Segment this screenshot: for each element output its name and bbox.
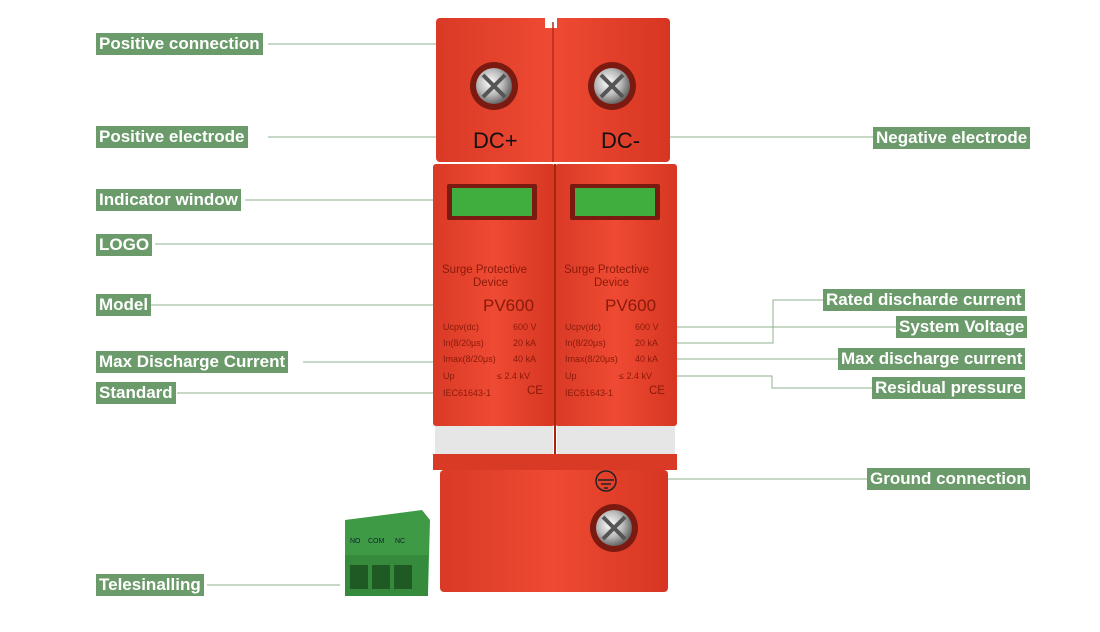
ground-symbol-icon: [595, 470, 617, 492]
leader-residual-pressure: [671, 375, 872, 389]
module-right: [555, 164, 677, 426]
spec-imax-value-left: 40 kA: [513, 354, 537, 364]
dc-minus-text: DC-: [601, 128, 641, 153]
spec-ucpv-label-right: Ucpv(dc): [565, 322, 602, 332]
positive-screw: [470, 62, 518, 110]
label-system-voltage: System Voltage: [896, 316, 1028, 338]
device-title-left-1: Surge Protective: [442, 264, 528, 276]
spec-ucpv-label-left: Ucpv(dc): [443, 322, 480, 332]
standard-text-right: IEC61643-1: [565, 388, 614, 398]
spec-ucpv-value-right: 600 V: [635, 322, 659, 332]
label-telesignalling: Telesinalling: [96, 574, 204, 596]
spec-imax-value-right: 40 kA: [635, 354, 659, 364]
label-strip-left: [435, 426, 553, 454]
device-title-right-2: Device: [594, 277, 630, 289]
spec-in-value-right: 20 kA: [635, 338, 659, 348]
leader-rated-discharge: [665, 299, 823, 344]
label-strip-right: [557, 426, 675, 454]
standard-text-left: IEC61643-1: [443, 388, 492, 398]
terminal-nc-text: NC: [395, 538, 406, 545]
model-text-right: PV600: [605, 296, 657, 315]
ground-screw: [590, 504, 638, 552]
terminal-no-text: NO: [350, 538, 361, 545]
label-positive-electrode: Positive electrode: [96, 126, 248, 148]
label-max-discharge-current-left: Max Discharge Current: [96, 351, 289, 373]
terminal-com-text: COM: [368, 538, 385, 545]
bottom-base: [440, 470, 668, 592]
spec-imax-label-left: Imax(8/20μs): [443, 354, 496, 364]
device-title-right-1: Surge Protective: [564, 264, 650, 276]
top-notch: [545, 14, 557, 28]
module-left: [433, 164, 555, 426]
label-positive-connection: Positive connection: [96, 33, 263, 55]
label-residual-pressure: Residual pressure: [872, 377, 1026, 399]
label-standard: Standard: [96, 382, 176, 404]
label-max-discharge-current-right: Max discharge current: [838, 348, 1026, 370]
spec-in-value-left: 20 kA: [513, 338, 537, 348]
spec-up-label-left: Up: [443, 371, 455, 381]
dc-plus-text: DC+: [473, 128, 518, 153]
spec-imax-label-right: Imax(8/20μs): [565, 354, 618, 364]
spec-ucpv-value-left: 600 V: [513, 322, 537, 332]
label-rated-discharge-current: Rated discharde current: [823, 289, 1025, 311]
negative-screw: [588, 62, 636, 110]
spec-up-value-right: ≤ 2.4 kV: [619, 371, 652, 381]
label-ground-connection: Ground connection: [867, 468, 1030, 490]
ce-mark-right: CE: [649, 385, 665, 397]
label-indicator-window: Indicator window: [96, 189, 241, 211]
telesignal-terminal-block: [345, 510, 430, 596]
spec-in-label-right: In(8/20μs): [565, 338, 606, 348]
model-text-left: PV600: [483, 296, 535, 315]
spec-in-label-left: In(8/20μs): [443, 338, 484, 348]
label-model: Model: [96, 294, 152, 316]
label-negative-electrode: Negative electrode: [873, 127, 1031, 149]
ce-mark-left: CE: [527, 385, 543, 397]
spec-up-label-right: Up: [565, 371, 577, 381]
label-logo: LOGO: [96, 234, 153, 256]
spec-up-value-left: ≤ 2.4 kV: [497, 371, 530, 381]
device-title-left-2: Device: [473, 277, 509, 289]
